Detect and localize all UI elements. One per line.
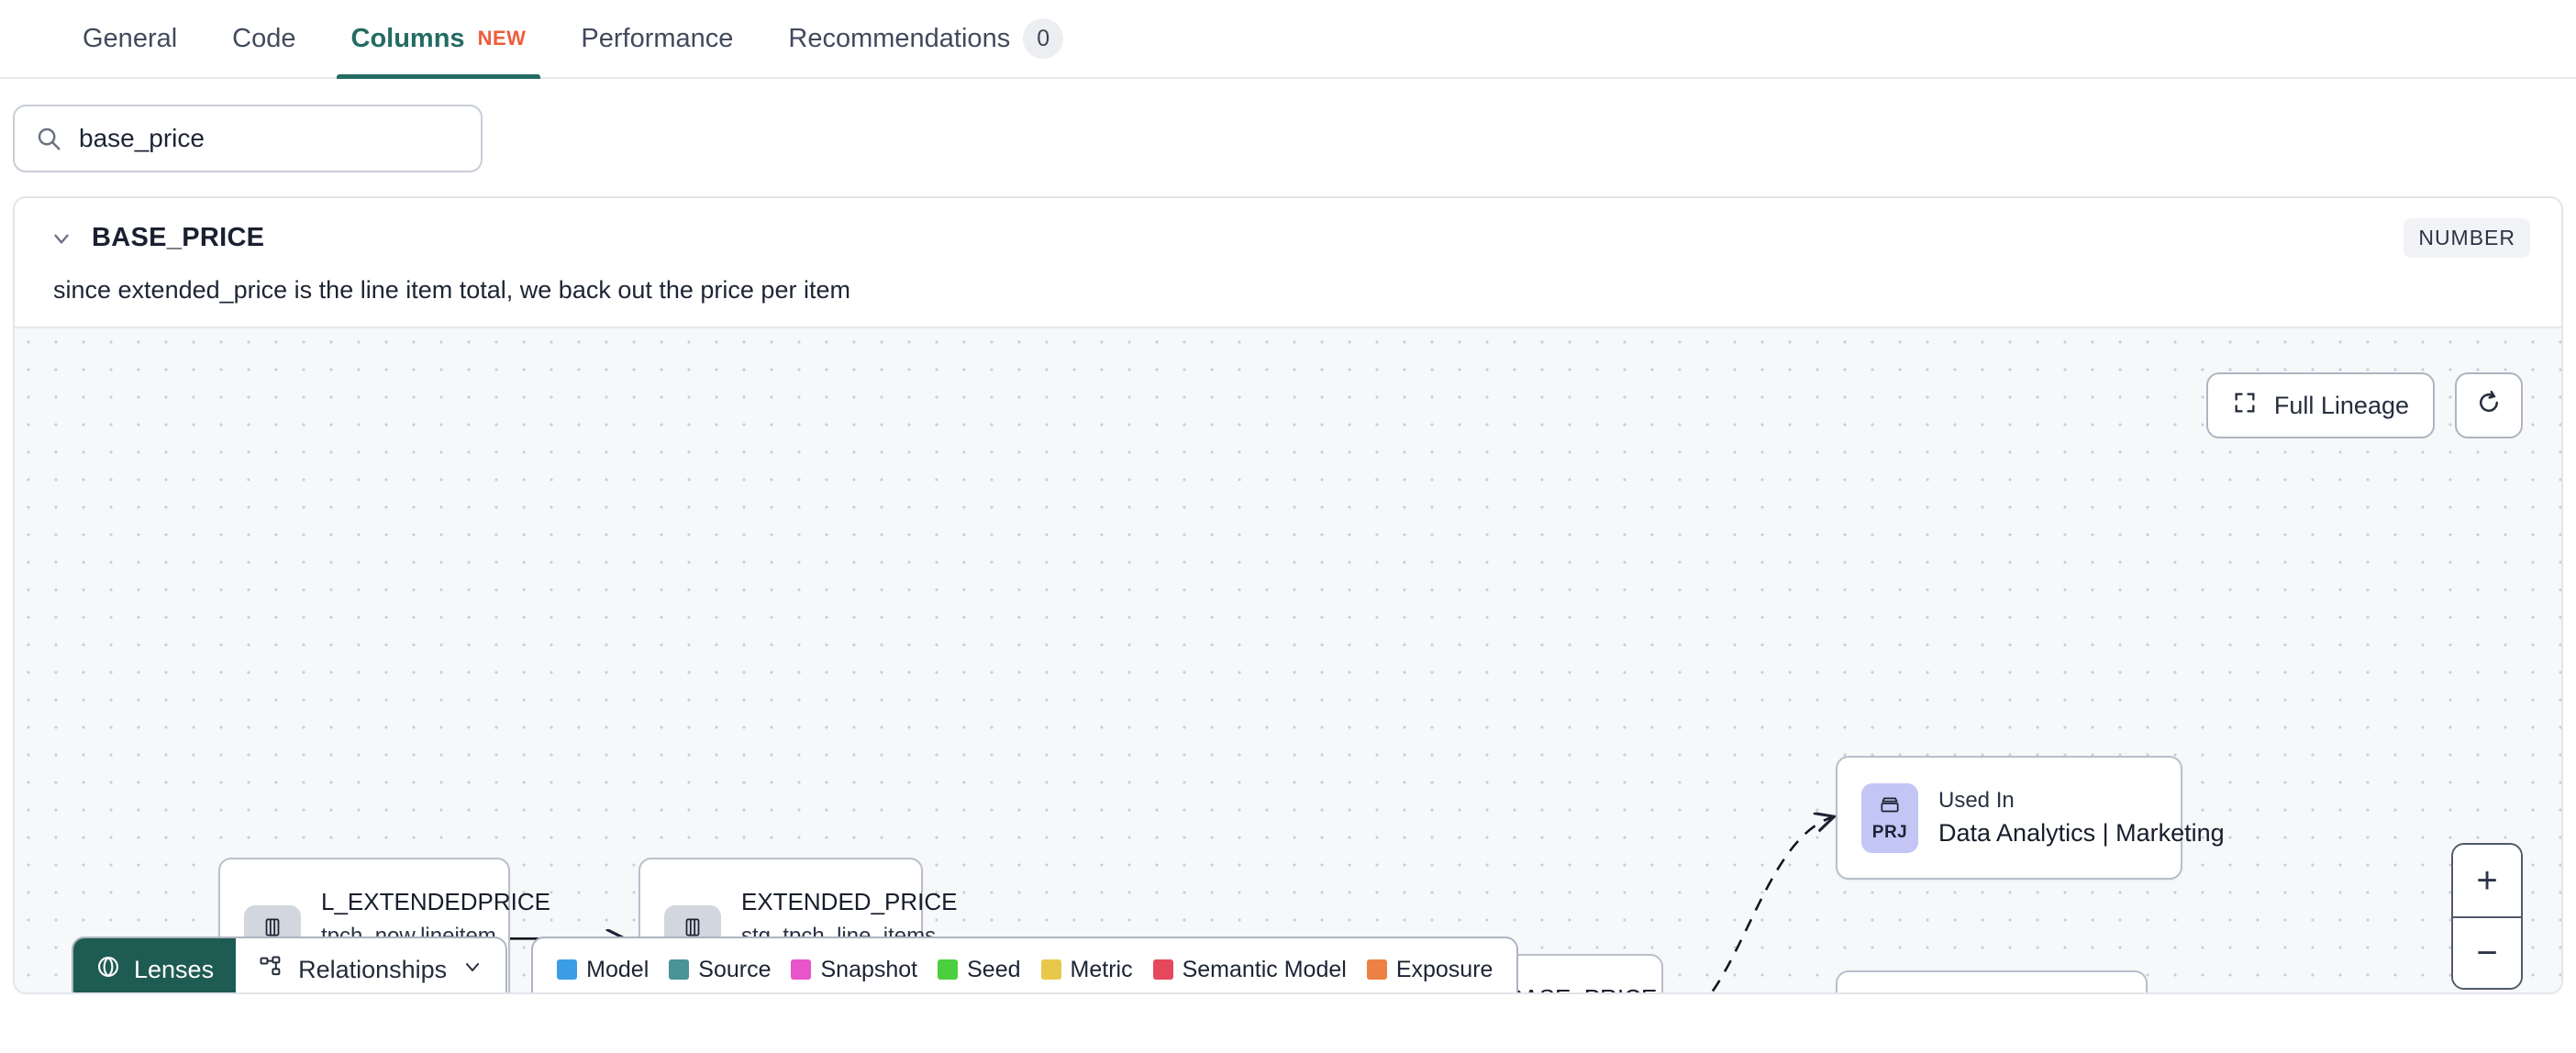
search-icon [35,125,62,152]
tab-label: General [83,23,178,53]
search-area [0,79,2576,196]
legend-item-snapshot: Snapshot [791,957,917,983]
node-project-name: Data Analytics | Marketing [1938,819,2225,847]
legend-item-exposure: Exposure [1366,956,1493,983]
legend-label: Snapshot [820,956,918,982]
legend-label: Metric [1070,956,1133,982]
node-name: BASE_PRICE [1507,984,1657,993]
column-type-badge: NUMBER [2404,218,2530,258]
node-kind-abbr: PRJ [1871,822,1908,842]
legend-item-source: Source [669,957,771,983]
legend-swatch [1040,959,1061,980]
column-header: BASE_PRICE NUMBER [15,198,2561,263]
tab-recommendations[interactable]: Recommendations 0 [761,0,1091,77]
refresh-icon [2475,389,2503,423]
legend-item-model: Model [557,957,649,983]
zoom-controls: + − [2451,843,2523,990]
legend-label: Source [698,956,772,982]
column-glyph [261,915,284,943]
tab-performance[interactable]: Performance [553,0,761,77]
tab-label: Code [232,23,296,53]
full-lineage-button[interactable]: Full Lineage [2205,372,2435,438]
legend-label: Seed [967,956,1021,982]
relationships-icon [258,954,283,986]
chevron-down-icon[interactable] [46,223,77,254]
node-body: BASE_PRICE fct_order_items MODEL [1507,984,1657,993]
zoom-out-button[interactable]: − [2453,916,2521,988]
tab-new-badge: NEW [477,27,527,50]
lineage-node-project-sales[interactable]: PRJ Used In Data Analytics | Sales [1836,970,2148,992]
column-glyph [681,915,705,943]
relationships-label: Relationships [298,955,448,983]
search-input[interactable] [79,124,461,153]
node-type-legend: Model Source Snapshot Seed Metric [531,937,1519,992]
node-body: Used In Data Analytics | Marketing [1938,788,2225,848]
search-box[interactable] [13,105,483,172]
legend-item-semantic-model: Semantic Model [1152,956,1347,983]
node-name: L_EXTENDEDPRICE [321,887,550,915]
zoom-in-button[interactable]: + [2453,845,2521,916]
chevron-down-icon [461,956,483,984]
tab-columns[interactable]: Columns NEW [324,0,554,79]
legend-label: Exposure [1395,956,1493,982]
tab-bar: General Code Columns NEW Performance Rec… [0,0,2576,79]
lineage-bottom-bar: Lenses Relationships [72,937,1519,992]
node-name: EXTENDED_PRICE [741,887,958,915]
node-used-in-label: Used In [1938,788,2015,813]
legend-swatch [557,959,578,980]
lenses-label: Lenses [134,955,215,983]
legend-label: Model [586,956,650,982]
legend-item-seed: Seed [938,956,1021,983]
page-title: BASE_PRICE [92,223,265,252]
full-lineage-label: Full Lineage [2273,391,2409,419]
lineage-node-project-marketing[interactable]: PRJ Used In Data Analytics | Marketing [1836,756,2225,880]
column-panel: BASE_PRICE NUMBER since extended_price i… [13,196,2563,994]
tab-label: Performance [581,23,734,53]
legend-label: Semantic Model [1182,956,1347,982]
legend-swatch [1152,959,1173,980]
tab-label: Recommendations [788,23,1011,53]
refresh-button[interactable] [2455,372,2523,438]
recommendations-count-badge: 0 [1023,18,1064,59]
relationships-dropdown[interactable]: Relationships [236,938,505,992]
legend-swatch [938,959,959,980]
legend-swatch [1366,959,1387,980]
legend-swatch [669,959,690,980]
lens-icon [95,954,121,986]
lineage-top-controls: Full Lineage [2205,372,2523,438]
lineage-canvas[interactable]: COL L_EXTENDEDPRICE tpch_now.lineitem SO… [15,327,2561,993]
legend-item-metric: Metric [1040,956,1133,983]
project-glyph [1878,793,1902,821]
tab-code[interactable]: Code [205,0,323,77]
column-description: since extended_price is the line item to… [53,276,850,304]
project-icon: PRJ [1861,782,1918,853]
lenses-button[interactable]: Lenses [73,938,237,992]
lenses-relationships-group: Lenses Relationships [72,937,508,992]
legend-swatch [791,959,812,980]
expand-icon [2232,390,2258,422]
tab-label: Columns [350,23,465,53]
tab-general[interactable]: General [55,0,205,77]
